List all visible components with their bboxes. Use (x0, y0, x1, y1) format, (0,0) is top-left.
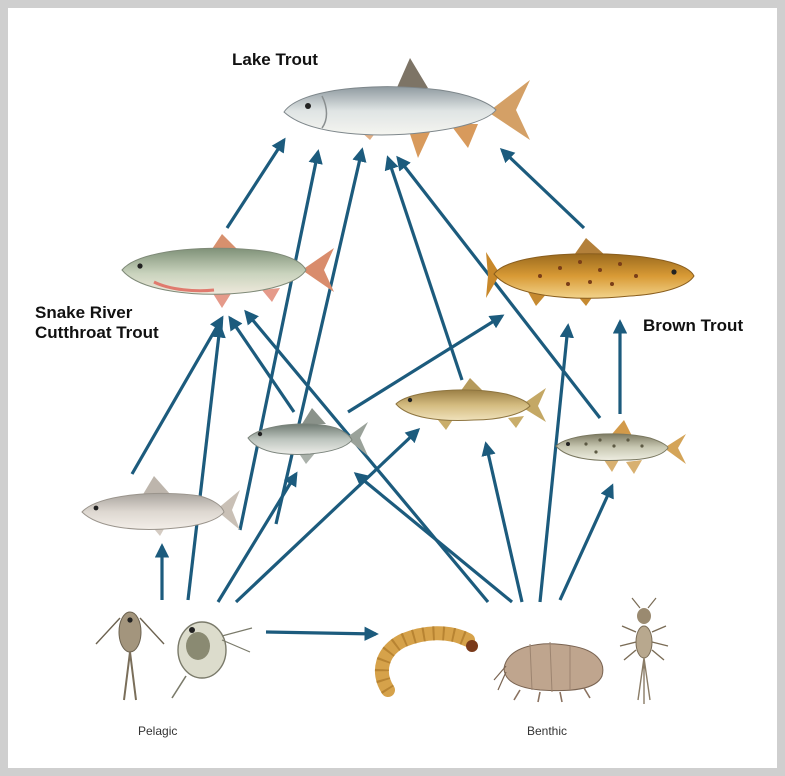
arrow-benthic-to-cutthroat (244, 309, 490, 604)
brown-trout-label: Brown Trout (643, 316, 744, 335)
arrow-benthic-to-browntrout (538, 323, 575, 603)
copepod-icon (95, 611, 165, 701)
lake-trout-label: Lake Trout (232, 50, 318, 69)
mayfly-nymph-icon (619, 597, 669, 704)
sculpin-icon (555, 420, 686, 474)
arrow-benthic-to-sculpin (558, 483, 614, 601)
arrow-copepod-to-cutthroat (186, 323, 226, 601)
daphnia-icon (171, 621, 253, 699)
arrow-daphnia-to-sucker (234, 428, 421, 604)
arrow-benthic-to-sucker (481, 441, 524, 603)
midge-larva-icon (374, 626, 478, 697)
arrow-daphnia-to-laketrout-2 (274, 147, 367, 525)
arrow-daphnia-to-laketrout (238, 149, 323, 531)
arrow-whitefish-to-cutthroat (130, 315, 224, 475)
arrow-chub-to-cutthroat (228, 315, 296, 413)
arrow-sucker-to-laketrout (384, 155, 464, 381)
arrow-daphnia-to-chub (216, 471, 298, 603)
arrow-browntrout-to-laketrout (499, 148, 586, 230)
brown-trout-icon (486, 238, 695, 306)
cutthroat-trout-label-line1: Snake River (35, 303, 133, 322)
pelagic-label: Pelagic (138, 724, 178, 738)
amphipod-icon (493, 641, 604, 703)
whitefish-icon (81, 476, 240, 536)
arrow-cutthroat-to-laketrout (225, 137, 286, 229)
lake-trout-icon (283, 58, 530, 158)
arrow-chub-to-browntrout (347, 314, 505, 414)
arrow-benthic-to-chub (353, 472, 514, 604)
cutthroat-trout-icon (121, 234, 334, 308)
benthic-label: Benthic (527, 724, 568, 738)
cutthroat-trout-label-line2: Cutthroat Trout (35, 323, 159, 342)
chub-icon (247, 408, 368, 464)
feeding-arrows (130, 137, 628, 641)
arrow-daphnia-to-midge (265, 626, 379, 641)
sucker-icon (395, 378, 546, 430)
arrow-sculpin-to-laketrout (396, 155, 602, 419)
